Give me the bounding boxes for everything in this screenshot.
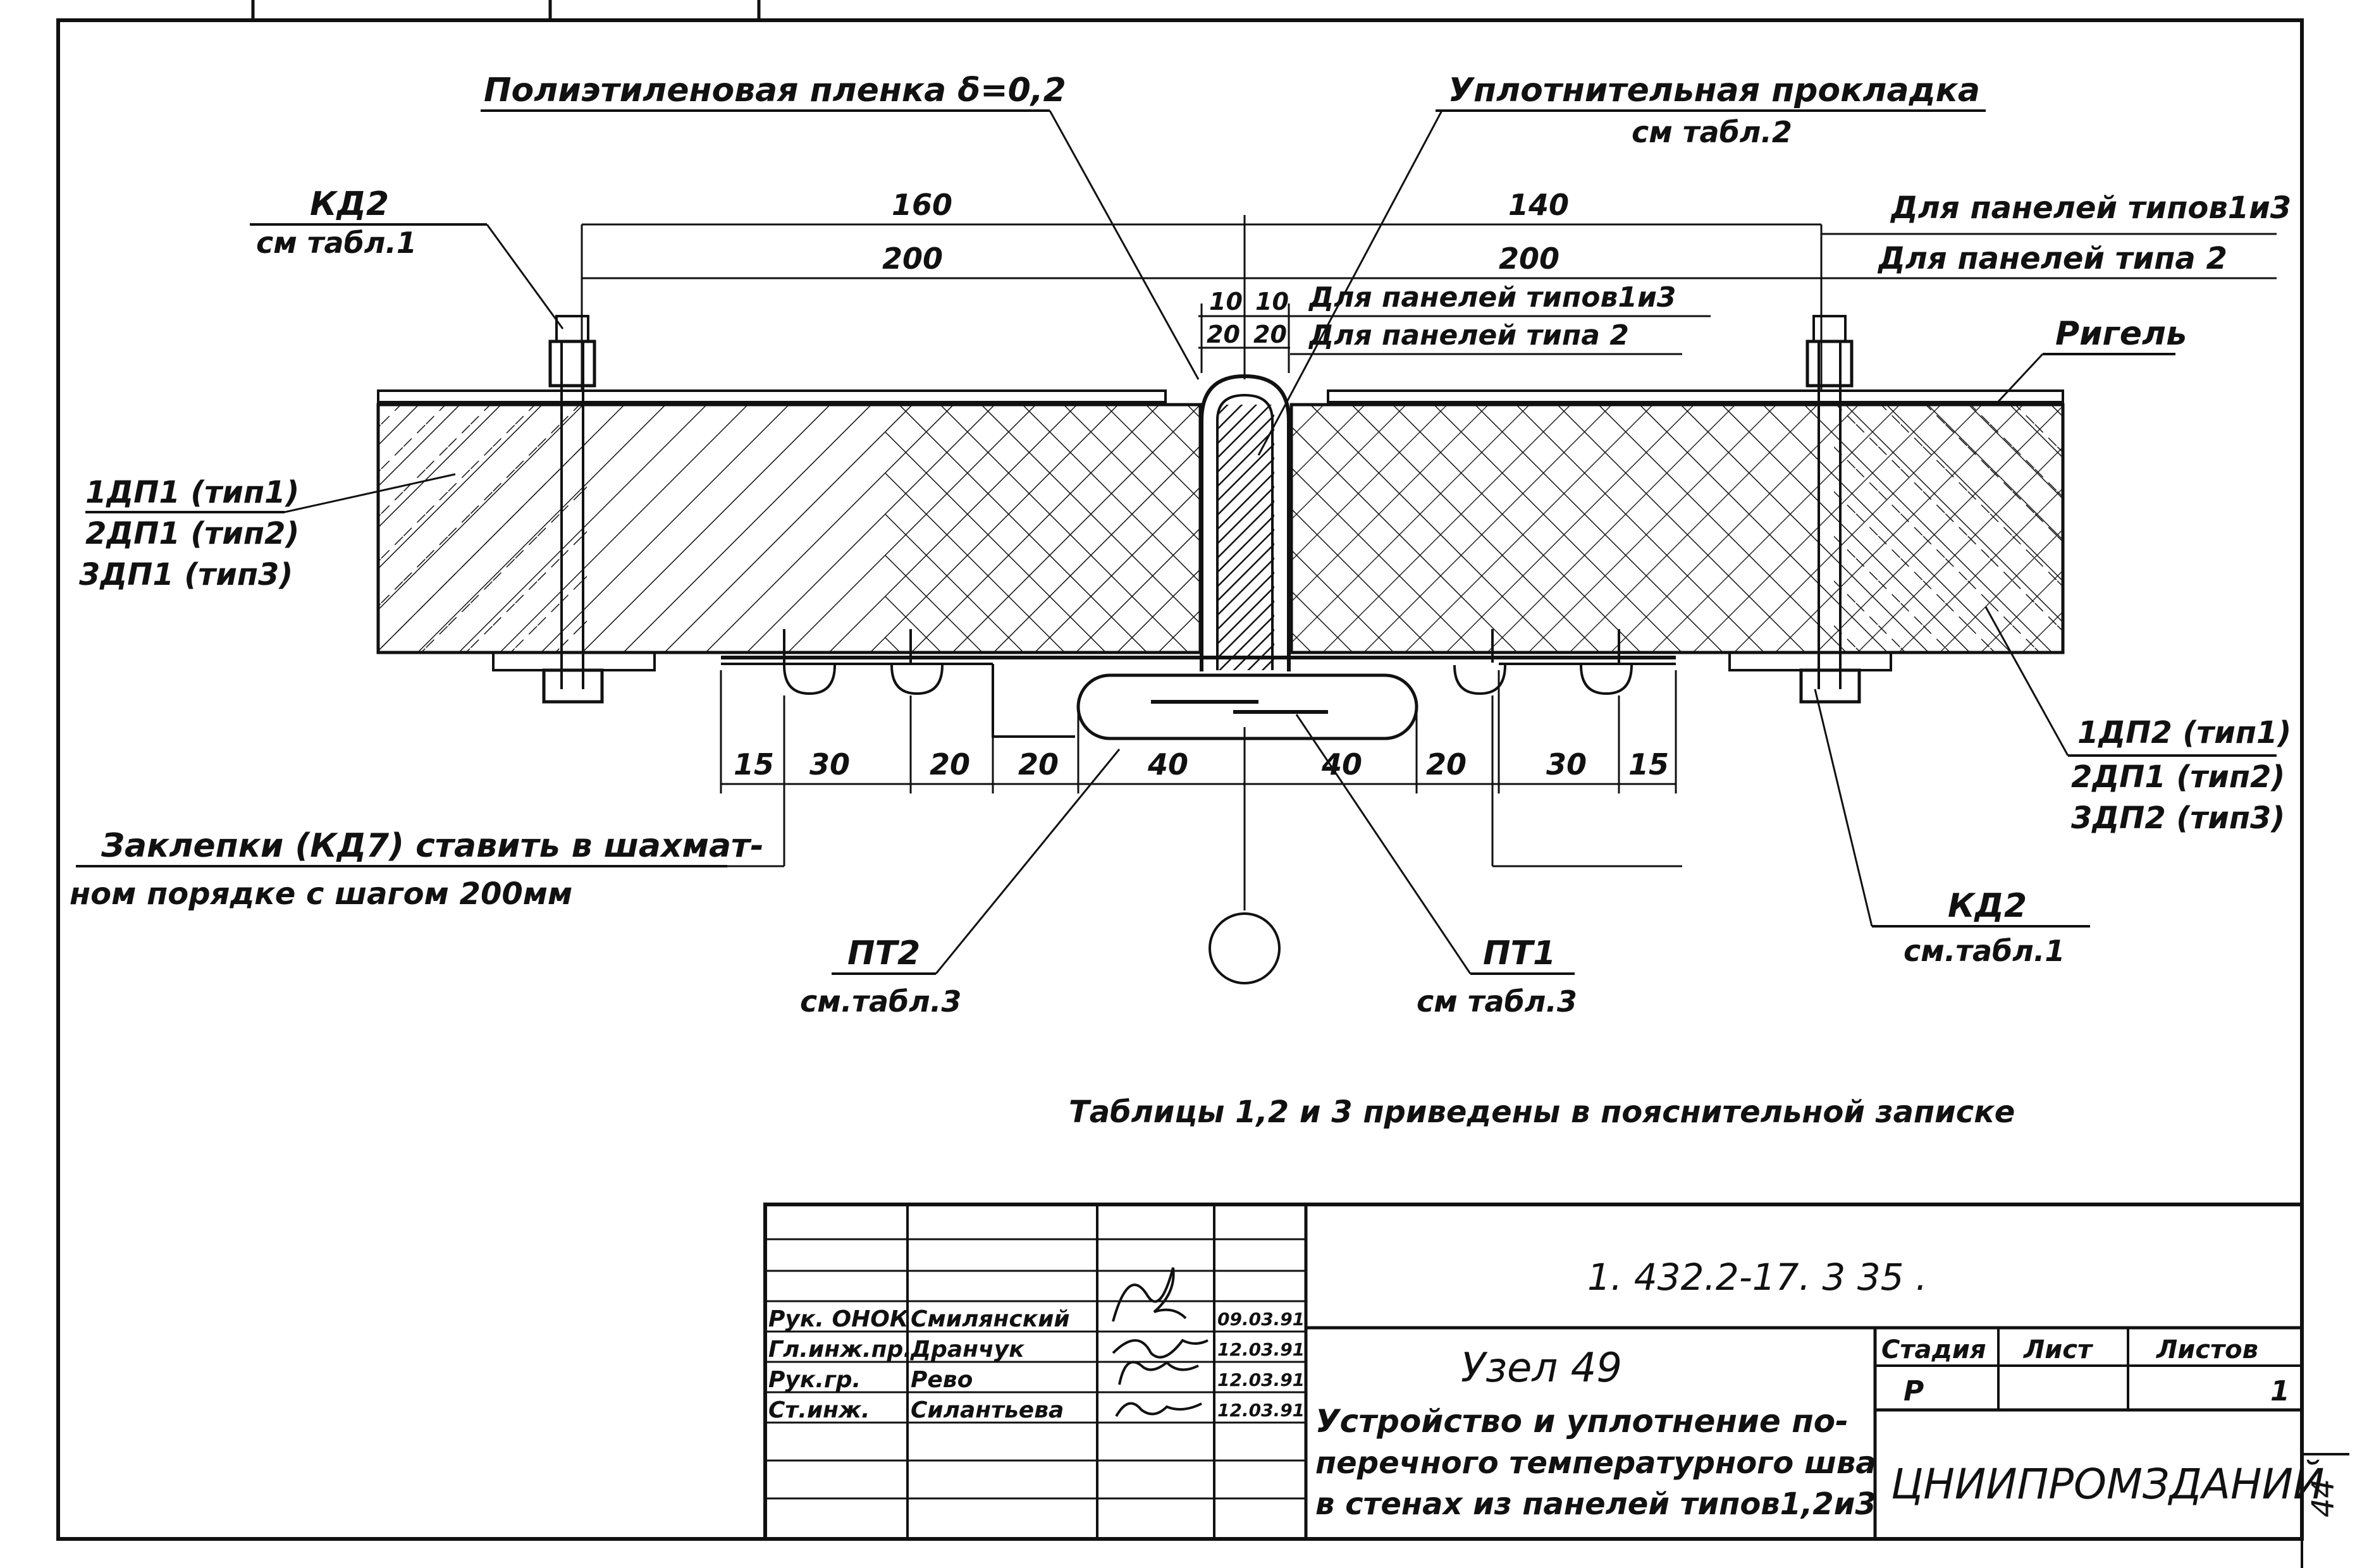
general-note: Таблицы 1,2 и 3 приведены в пояснительно… [1069, 1094, 2015, 1130]
dim-chain-2: 30 [809, 747, 850, 781]
seal-gasket [1200, 374, 1291, 671]
dim-chain-5: 40 [1147, 747, 1188, 781]
callout-pt2-ref: см.табл.3 [800, 984, 961, 1019]
drawing-code: 1. 432.2-17. 3 35 . [1587, 1256, 1927, 1299]
callout-film: Полиэтиленовая пленка δ=0,2 [484, 71, 1066, 109]
signer-name: Рево [911, 1367, 973, 1393]
signature-mark [1115, 1402, 1202, 1418]
callout-rivets-line1: Заклепки (КД7) ставить в шахмат- [101, 827, 764, 865]
signer-role: Рук.гр. [768, 1367, 861, 1393]
callout-pt2: ПТ2 [847, 934, 920, 972]
panel-right [1289, 389, 2065, 654]
cover-plates [721, 656, 1676, 740]
dim-gap-b2: 20 [1253, 321, 1287, 348]
dim-right-bottom: 200 [1499, 242, 1559, 276]
dim-chain-3: 20 [930, 747, 970, 781]
callout-kd2-left: КД2 [310, 185, 389, 223]
stage-label: Стадия [1881, 1335, 1986, 1364]
callout-kd2-left-ref: см табл.1 [256, 226, 417, 260]
signer-date: 12.03.91 [1217, 1339, 1305, 1360]
signer-date: 12.03.91 [1217, 1400, 1305, 1421]
dim-gap-a2: 10 [1255, 288, 1289, 315]
leader-lines [76, 109, 2277, 975]
note-type-2-right: Для панелей типа 2 [1877, 241, 2227, 276]
dimension-texts: 160 200 140 200 10 10 20 20 15 30 20 20 … [734, 188, 1669, 781]
note-types-13-right: Для панелей типов1и3 [1890, 190, 2291, 226]
callout-kd2-right: КД2 [1948, 887, 2027, 925]
signatures [1112, 1267, 1209, 1418]
signature-mark [1112, 1267, 1187, 1322]
sheets-value: 1 [2270, 1375, 2290, 1407]
dim-chain-6: 40 [1321, 747, 1362, 781]
rivets [783, 629, 1633, 695]
dim-chain-9: 15 [1628, 747, 1669, 781]
signer-name: Силантьева [911, 1397, 1064, 1423]
signer-date: 09.03.91 [1217, 1309, 1305, 1330]
signer-role: Рук. ОНОК [768, 1306, 909, 1332]
callout-panel-left-2: 2ДП1 (тип2) [85, 516, 299, 551]
panel-left [376, 389, 1202, 654]
note-type-2-mid: Для панелей типа 2 [1308, 319, 1629, 352]
signer-role: Ст.инж. [768, 1397, 870, 1423]
dimension-lines [581, 215, 2277, 866]
note-types-13-mid: Для панелей типов1и3 [1308, 281, 1676, 314]
signer-row: Рук. ОНОК Смилянский 09.03.91 [768, 1306, 1305, 1332]
callout-pt1: ПТ1 [1483, 934, 1556, 972]
node-desc-line3: в стенах из панелей типов1,2и3 [1315, 1486, 1876, 1522]
signature-mark [1118, 1361, 1199, 1385]
signer-row: Ст.инж. Силантьева 12.03.91 [768, 1397, 1305, 1423]
title-block-texts: 1. 432.2-17. 3 35 . Узел 49 Устройство и… [768, 1256, 2341, 1522]
dim-gap-a1: 10 [1209, 288, 1243, 315]
signer-role: Гл.инж.пр. [768, 1337, 912, 1363]
callout-panel-right-3: 3ДП2 (тип3) [2071, 800, 2285, 836]
callout-rigel: Ригель [2055, 315, 2187, 353]
callout-seal: Уплотнительная прокладка [1448, 71, 1980, 109]
sheets-label: Листов [2156, 1335, 2258, 1364]
callout-texts: Полиэтиленовая пленка δ=0,2 Уплотнительн… [70, 71, 2291, 1130]
node-desc-line2: перечного температурного шва [1315, 1445, 1876, 1481]
node-title: Узел 49 [1461, 1345, 1622, 1392]
margin-mark: 44 [2306, 1479, 2341, 1517]
sheet-label: Лист [2023, 1335, 2094, 1364]
signer-row: Рук.гр. Рево 12.03.91 [768, 1367, 1305, 1393]
bolt-left [492, 315, 656, 704]
callout-panel-left-3: 3ДП1 (тип3) [79, 557, 293, 592]
dim-left-top: 160 [892, 188, 952, 222]
organization: ЦНИИПРОМЗДАНИЙ [1891, 1459, 2324, 1509]
axis-marker [1209, 727, 1281, 984]
dim-right-top: 140 [1508, 188, 1569, 222]
signer-date: 12.03.91 [1217, 1369, 1305, 1390]
callout-rivets-line2: ном порядке с шагом 200мм [70, 876, 572, 912]
dim-gap-b1: 20 [1207, 321, 1240, 348]
dim-chain-7: 20 [1426, 747, 1467, 781]
callout-panel-right-2: 2ДП1 (тип2) [2071, 759, 2285, 795]
dimension-notes: Для панелей типов1и3 Для панелей типа 2 … [1308, 190, 2291, 352]
node-desc-line1: Устройство и уплотнение по- [1315, 1403, 1848, 1440]
bolt-right [1728, 315, 1892, 704]
signer-row: Гл.инж.пр. Дранчук 12.03.91 [768, 1337, 1305, 1363]
dim-chain-4: 20 [1018, 747, 1059, 781]
dim-chain-1: 15 [734, 747, 774, 781]
signer-name: Дранчук [910, 1337, 1025, 1363]
callout-pt1-ref: см табл.3 [1417, 984, 1577, 1019]
dim-chain-8: 30 [1546, 747, 1587, 781]
title-block [763, 1203, 2304, 1541]
stage-value: Р [1904, 1375, 1924, 1407]
signature-mark [1112, 1338, 1209, 1359]
dim-left-bottom: 200 [882, 242, 943, 276]
callout-kd2-right-ref: см.табл.1 [1904, 934, 2065, 968]
signer-name: Смилянский [911, 1306, 1070, 1332]
callout-panel-left-1: 1ДП1 (тип1) [85, 475, 299, 510]
callout-seal-ref: см табл.2 [1632, 115, 1792, 149]
callout-panel-right-1: 1ДП2 (тип1) [2077, 715, 2291, 750]
